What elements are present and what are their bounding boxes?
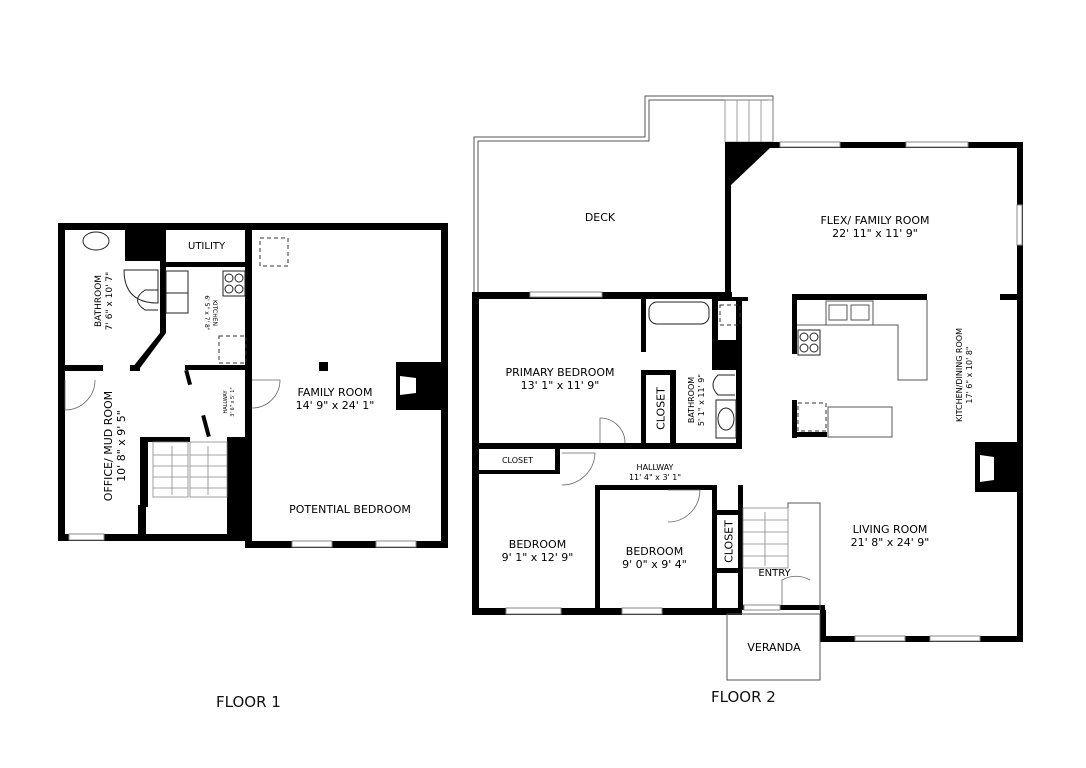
room-label-bedroom-1: BEDROOM 9' 1" x 12' 9" [495, 538, 580, 564]
room-name: BEDROOM [625, 545, 684, 558]
room-dims: 10' 8" x 9' 5" [115, 410, 128, 482]
room-label-hallway-f1: HALLWAY 3' 6" x 5' 1" [223, 377, 237, 427]
room-label-living-room: LIVING ROOM 21' 8" x 24' 9" [830, 523, 950, 549]
room-dims: 22' 11" x 11' 9" [832, 227, 918, 240]
room-name: PRIMARY BEDROOM [505, 366, 615, 379]
room-label-hallway-f2: HALLWAY 11' 4" x 3' 1" [620, 463, 690, 483]
room-label-utility: UTILITY [188, 241, 226, 252]
room-name: BATHROOM [687, 376, 696, 424]
room-dims: 6' 5" x 7' 8" [203, 295, 210, 331]
room-label-bathroom-f2: BATHROOM 5' 1" x 11' 9" [687, 365, 707, 435]
room-label-bedroom-2: BEDROOM 9' 0" x 9' 4" [612, 545, 697, 571]
room-label-closet-bedroom: CLOSET [501, 456, 534, 465]
room-label-primary-bedroom: PRIMARY BEDROOM 13' 1" x 11' 9" [490, 366, 630, 392]
room-label-office-mud-room: OFFICE/ MUD ROOM 10' 8" x 9' 5" [102, 381, 128, 511]
room-dims: 7' 6" x 10' 7" [105, 271, 115, 331]
room-label-veranda: VERANDA [747, 641, 801, 654]
room-name: HALLWAY [636, 463, 674, 472]
room-label-flex-family-room: FLEX/ FAMILY ROOM 22' 11" x 11' 9" [800, 214, 950, 240]
room-name: HALLWAY [223, 390, 229, 414]
room-name: OFFICE/ MUD ROOM [102, 390, 115, 502]
room-name: FLEX/ FAMILY ROOM [820, 214, 930, 227]
room-name: BATHROOM [94, 274, 104, 328]
floor-1-title: FLOOR 1 [216, 693, 281, 711]
room-dims: 14' 9" x 24' 1" [295, 399, 375, 412]
room-name: BEDROOM [508, 538, 567, 551]
floor-2-title: FLOOR 2 [711, 688, 776, 706]
room-label-closet-bedroom-2: CLOSET [722, 520, 736, 563]
room-dims: 13' 1" x 11' 9" [520, 379, 600, 392]
room-label-potential-bedroom: POTENTIAL BEDROOM [289, 503, 411, 516]
room-label-family-room-f1: FAMILY ROOM 14' 9" x 24' 1" [280, 386, 390, 412]
room-label-bathroom-f1: BATHROOM 7' 6" x 10' 7" [94, 266, 116, 336]
room-name: FAMILY ROOM [297, 386, 373, 399]
room-label-entry: ENTRY [758, 568, 791, 579]
room-dims: 5' 1" x 11' 9" [697, 373, 706, 427]
floor-1-plan [58, 223, 448, 548]
room-dims: 17' 6" x 10' 8" [965, 346, 974, 404]
room-name: KITCHEN/DINING ROOM [955, 328, 964, 423]
room-label-deck: DECK [584, 211, 616, 224]
room-dims: 11' 4" x 3' 1" [628, 473, 682, 482]
room-dims: 3' 6" x 5' 1" [230, 387, 236, 417]
room-dims: 9' 0" x 9' 4" [622, 558, 687, 571]
room-dims: 9' 1" x 12' 9" [501, 551, 574, 564]
room-label-closet-primary: CLOSET [654, 387, 668, 430]
room-name: KITCHEN [211, 300, 218, 326]
room-name: LIVING ROOM [852, 523, 928, 536]
room-label-kitchen-dining-room: KITCHEN/DINING ROOM 17' 6" x 10' 8" [955, 315, 975, 435]
floor-2-plan [472, 95, 1023, 681]
room-dims: 21' 8" x 24' 9" [850, 536, 930, 549]
room-label-kitchen-f1: KITCHEN 6' 5" x 7' 8" [202, 283, 218, 343]
